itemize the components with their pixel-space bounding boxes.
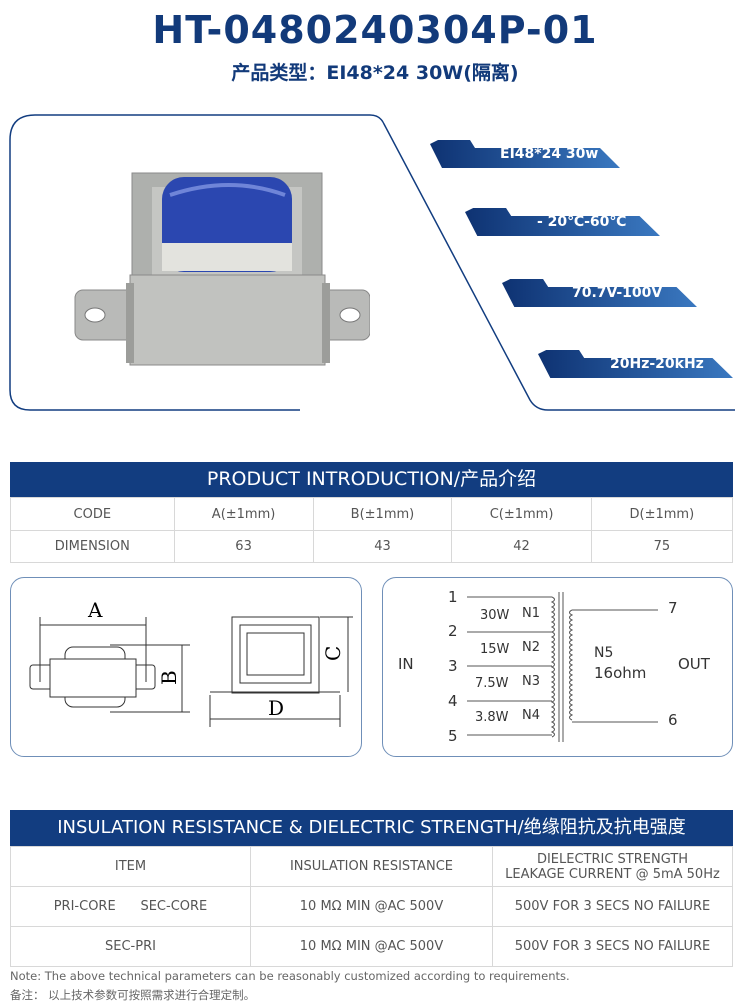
spec-tag-voltage: 70.7V-100V xyxy=(502,279,697,307)
cell-a: 63 xyxy=(173,530,314,563)
spec-tag-frequency: 20Hz-20kHz xyxy=(538,350,733,378)
pin-4: 4 xyxy=(448,692,458,710)
spec-tag-core: EI48*24 30w xyxy=(430,140,620,168)
cell-b: 43 xyxy=(312,530,453,563)
header-dielectric-line2: LEAKAGE CURRENT @ 5mA 50Hz xyxy=(505,866,720,882)
header-b: B(±1mm) xyxy=(312,497,453,531)
spec-temperature-text: - 20℃-60℃ xyxy=(537,214,627,230)
header-insulation: INSULATION RESISTANCE xyxy=(250,846,493,887)
pin-1: 1 xyxy=(448,588,458,606)
spec-frequency-text: 20Hz-20kHz xyxy=(610,356,704,372)
label-d: D xyxy=(268,696,284,720)
cell-dielectric: 500V FOR 3 SECS NO FAILURE xyxy=(492,926,733,967)
table-row: PRI-CORE SEC-CORE 10 MΩ MIN @AC 500V 500… xyxy=(10,886,733,927)
secondary-impedance: 16ohm xyxy=(594,664,646,682)
label-out: OUT xyxy=(678,655,711,673)
spec-tag-temperature: - 20℃-60℃ xyxy=(465,208,660,236)
cell-insulation: 10 MΩ MIN @AC 500V xyxy=(250,926,493,967)
wiring-schematic: IN OUT 1 2 3 4 5 7 6 30W N1 15W N2 7.5W … xyxy=(382,577,733,757)
header-d: D(±1mm) xyxy=(590,497,734,531)
header-a: A(±1mm) xyxy=(173,497,314,531)
table-header-row: CODE A(±1mm) B(±1mm) C(±1mm) D(±1mm) xyxy=(10,497,734,531)
pin-7: 7 xyxy=(668,599,678,617)
pin-2: 2 xyxy=(448,622,458,640)
pin-6: 6 xyxy=(668,711,678,729)
header-item: ITEM xyxy=(10,846,251,887)
hero-frame xyxy=(9,114,735,411)
cell-d: 75 xyxy=(590,530,734,563)
cell-insulation: 10 MΩ MIN @AC 500V xyxy=(250,886,493,927)
table-row: DIMENSION 63 43 42 75 xyxy=(10,530,734,563)
note-english: Note: The above technical parameters can… xyxy=(10,969,570,983)
table-header-row: ITEM INSULATION RESISTANCE DIELECTRIC ST… xyxy=(10,846,733,887)
secondary-winding: N5 xyxy=(594,645,613,661)
tap-power: 15W xyxy=(480,642,510,657)
label-b: B xyxy=(157,670,181,685)
label-in: IN xyxy=(398,655,414,673)
cell-dielectric: 500V FOR 3 SECS NO FAILURE xyxy=(492,886,733,927)
cell-c: 42 xyxy=(451,530,592,563)
pin-3: 3 xyxy=(448,657,458,675)
tap-winding: N2 xyxy=(522,640,540,655)
label-c: C xyxy=(321,646,345,661)
cell-item: PRI-CORE SEC-CORE xyxy=(10,886,251,927)
cell-label: DIMENSION xyxy=(10,530,175,563)
tap-winding: N3 xyxy=(522,674,540,689)
transformer-photo xyxy=(74,172,370,366)
pin-5: 5 xyxy=(448,727,458,745)
intro-title: PRODUCT INTRODUCTION/产品介绍 xyxy=(10,462,733,497)
tap-winding: N1 xyxy=(522,606,540,621)
insulation-title: INSULATION RESISTANCE & DIELECTRIC STREN… xyxy=(10,810,733,846)
page-title: HT-0480240304P-01 xyxy=(152,8,598,52)
spec-voltage-text: 70.7V-100V xyxy=(572,285,663,301)
header-c: C(±1mm) xyxy=(451,497,592,531)
tap-power: 30W xyxy=(480,608,510,623)
table-row: SEC-PRI 10 MΩ MIN @AC 500V 500V FOR 3 SE… xyxy=(10,926,733,967)
tap-power: 3.8W xyxy=(475,710,509,725)
dimension-drawing: A B C D xyxy=(10,577,362,757)
product-type: 产品类型：EI48*24 30W(隔离) xyxy=(231,62,519,84)
insulation-table: ITEM INSULATION RESISTANCE DIELECTRIC ST… xyxy=(10,846,733,967)
cell-item: SEC-PRI xyxy=(10,926,251,967)
header-code: CODE xyxy=(10,497,175,531)
header-dielectric-line1: DIELECTRIC STRENGTH xyxy=(536,851,689,867)
spec-core-text: EI48*24 30w xyxy=(500,146,599,162)
label-a: A xyxy=(87,598,103,622)
tap-winding: N4 xyxy=(522,708,540,723)
tap-power: 7.5W xyxy=(475,676,509,691)
dimension-table: CODE A(±1mm) B(±1mm) C(±1mm) D(±1mm) DIM… xyxy=(10,497,734,563)
note-chinese: 备注： 以上技术参数可按照需求进行合理定制。 xyxy=(10,988,256,1002)
